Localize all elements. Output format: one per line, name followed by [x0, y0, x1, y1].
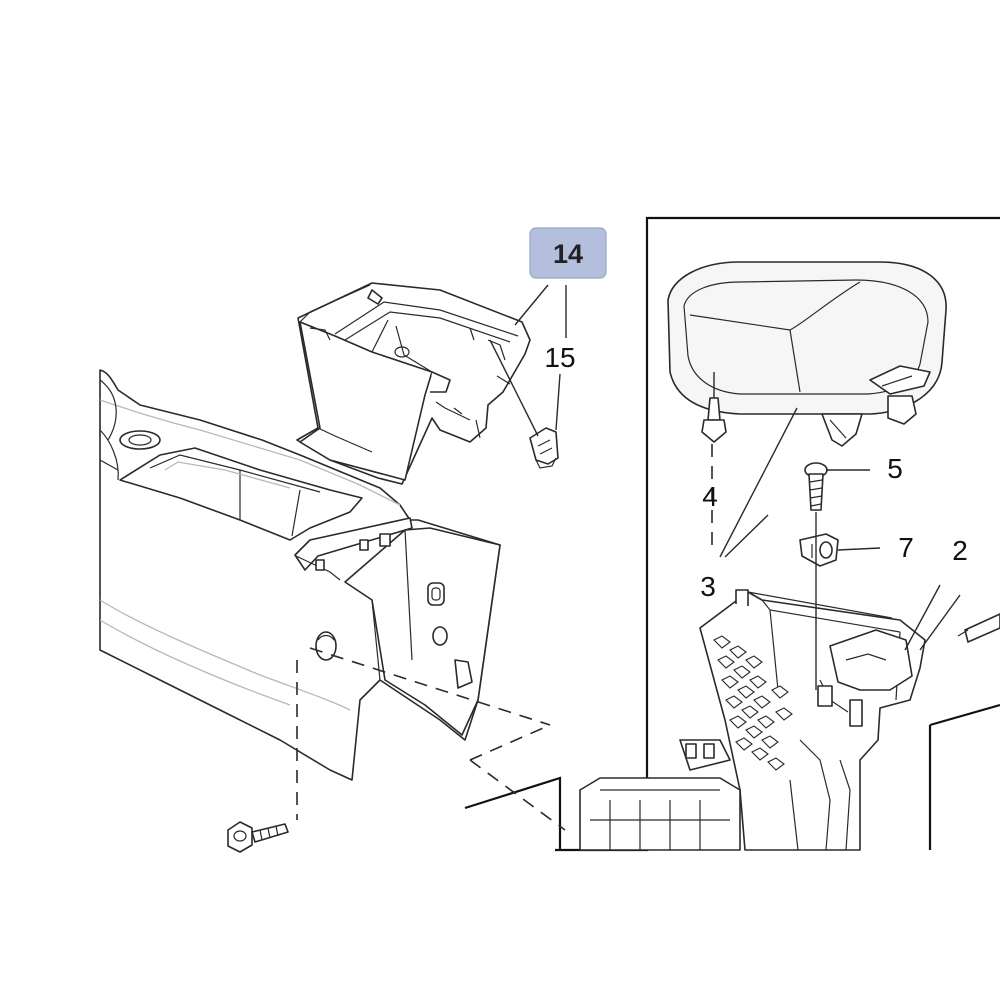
lid-stud [701, 372, 727, 443]
shift-cable [957, 613, 1000, 643]
callout-14: 14 [553, 239, 583, 269]
latch [799, 533, 839, 567]
callout-4: 4 [702, 481, 718, 512]
armrest-lid [667, 261, 947, 447]
console-end-bezel [296, 282, 531, 485]
leader-lines [489, 284, 961, 651]
screw [804, 462, 828, 511]
callouts: 14 15 5 4 7 2 3 [529, 227, 968, 602]
center-console [99, 369, 501, 781]
callout-5: 5 [887, 453, 903, 484]
console-base [579, 512, 926, 851]
callout-7: 7 [898, 532, 914, 563]
callout-2: 2 [952, 535, 968, 566]
retaining-clip [529, 427, 559, 469]
callout-3: 3 [700, 571, 716, 602]
honeycomb-ribbing [713, 635, 793, 771]
callout-15: 15 [544, 342, 575, 373]
alignment-lines [296, 647, 566, 831]
bolt-fastener [227, 821, 289, 853]
callout-14-highlight [529, 227, 607, 279]
